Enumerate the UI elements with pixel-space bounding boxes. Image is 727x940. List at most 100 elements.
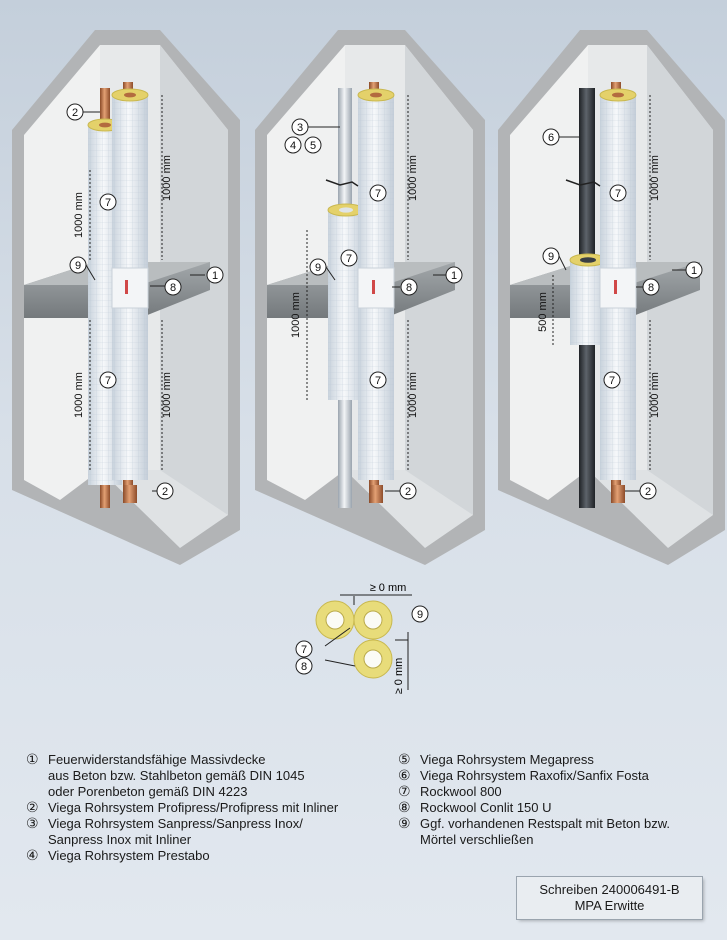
svg-text:7: 7 bbox=[609, 375, 615, 387]
panel-3 bbox=[498, 30, 725, 565]
callout-2: 2 bbox=[399, 482, 417, 500]
legend-item-7: ⑦ Rockwool 800 bbox=[398, 784, 718, 800]
svg-text:7: 7 bbox=[301, 644, 307, 656]
dimension-label: 1000 mm bbox=[407, 372, 419, 418]
svg-text:1: 1 bbox=[451, 270, 457, 282]
callout-8: 8 bbox=[400, 278, 418, 296]
stamp-line-1: Schreiben 240006491-B bbox=[539, 882, 680, 897]
legend-label: Ggf. vorhandenen Restspalt mit Beton bzw… bbox=[420, 816, 671, 847]
svg-text:6: 6 bbox=[548, 132, 554, 144]
dimension-labels: 1000 mm 1000 mm 1000 mm 1000 mm 1000 mm 1000 … bbox=[73, 155, 661, 694]
svg-text:2: 2 bbox=[645, 486, 651, 498]
legend-number: ② bbox=[26, 800, 39, 816]
callout-5: 5 bbox=[304, 136, 322, 154]
leader-line bbox=[558, 255, 567, 271]
legend-number: ⑧ bbox=[398, 800, 411, 816]
legend-item-2: ② Viega Rohrsystem Profipress/Profipress … bbox=[26, 800, 376, 816]
callout-2: 2 bbox=[156, 482, 174, 500]
legend-number: ③ bbox=[26, 816, 39, 832]
callout-markers: 2 1 9 8 7 7 2 34 5 7 7 9 1 8 7 2 6 7 9 1 8 7 2 9 7 8 bbox=[66, 103, 703, 675]
svg-text:9: 9 bbox=[417, 609, 423, 621]
dimension-label: 1000 mm bbox=[73, 372, 85, 418]
leader-line bbox=[85, 264, 96, 281]
svg-text:2: 2 bbox=[72, 107, 78, 119]
svg-text:7: 7 bbox=[105, 375, 111, 387]
dimension-label: 1000 mm bbox=[290, 292, 302, 338]
callout-7: 7 bbox=[369, 184, 387, 202]
legend-label: Feuerwiderstandsfähige Massivdecke aus B… bbox=[48, 752, 305, 799]
svg-text:1: 1 bbox=[212, 270, 218, 282]
dimension-label: 1000 mm bbox=[407, 155, 419, 201]
legend-number: ⑦ bbox=[398, 784, 411, 800]
svg-text:9: 9 bbox=[548, 251, 554, 263]
svg-text:9: 9 bbox=[315, 262, 321, 274]
dimension-label: 1000 mm bbox=[161, 372, 173, 418]
legend-label: Rockwool 800 bbox=[420, 784, 502, 799]
svg-text:8: 8 bbox=[301, 661, 307, 673]
dimension-label: 1000 mm bbox=[161, 155, 173, 201]
svg-text:5: 5 bbox=[310, 140, 316, 152]
callout-7: 7 bbox=[295, 640, 313, 658]
legend-label: Viega Rohrsystem Sanpress/Sanpress Inox/… bbox=[48, 816, 303, 847]
dimension-label: 500 mm bbox=[537, 292, 549, 332]
callout-7: 7 bbox=[340, 249, 358, 267]
callout-7: 7 bbox=[609, 184, 627, 202]
callout-3: 3 bbox=[291, 118, 309, 136]
panel-2 bbox=[255, 30, 485, 565]
callout-2: 2 bbox=[66, 103, 84, 121]
svg-text:7: 7 bbox=[375, 188, 381, 200]
callout-7: 7 bbox=[369, 371, 387, 389]
svg-text:9: 9 bbox=[75, 260, 81, 272]
callout-9: 9 bbox=[542, 247, 560, 265]
pipe-cross-section bbox=[315, 594, 412, 690]
legend-number: ⑨ bbox=[398, 816, 411, 832]
dimension-label: 1000 mm bbox=[649, 155, 661, 201]
callout-1: 1 bbox=[206, 266, 224, 284]
legend-label: Rockwool Conlit 150 U bbox=[420, 800, 552, 815]
svg-text:3: 3 bbox=[297, 122, 303, 134]
svg-text:8: 8 bbox=[648, 282, 654, 294]
legend-number: ① bbox=[26, 752, 39, 768]
callout-8: 8 bbox=[295, 657, 313, 675]
legend-number: ⑤ bbox=[398, 752, 411, 768]
legend-item-5: ⑤ Viega Rohrsystem Megapress bbox=[398, 752, 718, 768]
svg-text:1: 1 bbox=[691, 265, 697, 277]
callout-9: 9 bbox=[309, 258, 327, 276]
callout-9: 9 bbox=[411, 605, 429, 623]
legend-label: Viega Rohrsystem Profipress/Profipress m… bbox=[48, 800, 339, 815]
legend-label: Viega Rohrsystem Raxofix/Sanfix Fosta bbox=[420, 768, 649, 783]
legend-item-9: ⑨ Ggf. vorhandenen Restspalt mit Beton bz… bbox=[398, 816, 718, 848]
svg-text:8: 8 bbox=[406, 282, 412, 294]
panel-1 bbox=[12, 30, 240, 565]
callout-1: 1 bbox=[685, 261, 703, 279]
wall-inner-1 bbox=[24, 45, 100, 500]
callout-4: 4 bbox=[284, 136, 302, 154]
legend-number: ⑥ bbox=[398, 768, 411, 784]
svg-text:4: 4 bbox=[290, 140, 296, 152]
legend-label: Viega Rohrsystem Megapress bbox=[420, 752, 594, 767]
stamp-line-2: MPA Erwitte bbox=[574, 898, 645, 913]
callout-9: 9 bbox=[69, 256, 87, 274]
dimension-label: 1000 mm bbox=[649, 372, 661, 418]
svg-text:8: 8 bbox=[170, 282, 176, 294]
svg-text:7: 7 bbox=[346, 253, 352, 265]
legend-label: Viega Rohrsystem Prestabo bbox=[48, 848, 210, 863]
svg-text:2: 2 bbox=[162, 486, 168, 498]
callout-7: 7 bbox=[99, 193, 117, 211]
legend-item-1: ① Feuerwiderstandsfähige Massivdecke aus … bbox=[26, 752, 376, 800]
leader-line bbox=[325, 266, 336, 281]
legend-right: ⑤ Viega Rohrsystem Megapress ⑥ Viega Rohrs… bbox=[398, 752, 718, 848]
callout-1: 1 bbox=[445, 266, 463, 284]
callout-8: 8 bbox=[164, 278, 182, 296]
reference-stamp: Schreiben 240006491-B MPA Erwitte bbox=[517, 877, 702, 919]
callout-7: 7 bbox=[99, 371, 117, 389]
svg-text:7: 7 bbox=[375, 375, 381, 387]
gap-label-horizontal: ≥ 0 mm bbox=[370, 582, 407, 594]
legend-item-8: ⑧ Rockwool Conlit 150 U bbox=[398, 800, 718, 816]
legend-item-3: ③ Viega Rohrsystem Sanpress/Sanpress Inox… bbox=[26, 816, 376, 848]
legend-item-6: ⑥ Viega Rohrsystem Raxofix/Sanfix Fosta bbox=[398, 768, 718, 784]
gap-label-vertical: ≥ 0 mm bbox=[393, 658, 405, 695]
dimension-label: 1000 mm bbox=[73, 192, 85, 238]
